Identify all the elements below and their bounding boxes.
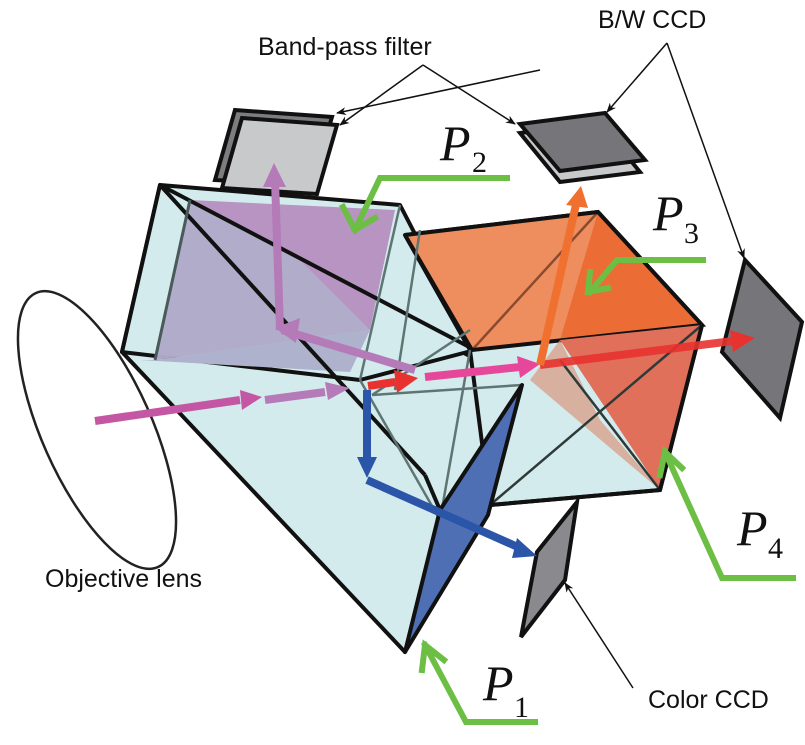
pointer-p1-head: [418, 639, 449, 674]
prism-pointers: [338, 175, 796, 725]
pointer-p1: [420, 640, 538, 725]
pointer-p2: [350, 175, 510, 235]
objective-lens-label: Objective lens: [45, 565, 202, 593]
prism-edge: [159, 183, 476, 352]
pointer-p2-head: [338, 202, 380, 235]
label-p4: P 4: [736, 500, 783, 565]
prism-letter: P: [736, 500, 768, 556]
prism-letter: P: [652, 185, 684, 241]
prism-edge: [153, 199, 192, 361]
band-pass-filter-left: [212, 107, 340, 197]
prism-edge: [423, 474, 442, 511]
prism-letter: P: [439, 115, 471, 171]
prism-assembly: [120, 183, 707, 654]
prism-edge: [489, 324, 704, 507]
prism-p3-face-dark: [560, 212, 702, 340]
prism-subscript: 3: [684, 217, 699, 250]
prism-edge: [489, 324, 703, 506]
objective-lens: [16, 289, 178, 571]
color-ccd-label: Color CCD: [648, 686, 769, 714]
pointer-p4-head: [656, 446, 687, 479]
pointer-p4: [661, 448, 796, 581]
pointer-p3: [585, 257, 706, 297]
label-p1: P 1: [482, 655, 529, 724]
prism-subscript: 1: [514, 691, 529, 724]
prism-letter: P: [482, 655, 514, 711]
bw-ccd-label: B/W CCD: [598, 6, 706, 34]
prism-subscript: 2: [472, 146, 487, 179]
band-pass-filter-label: Band-pass filter: [258, 33, 432, 61]
bw-ccd-right: [719, 255, 805, 423]
prism-p1-face: [403, 383, 524, 654]
callout-lines: [336, 42, 745, 689]
light-beams: [94, 163, 755, 558]
prism-subscript: 4: [768, 532, 783, 565]
label-p3: P 3: [652, 185, 699, 250]
label-p2: P 2: [439, 115, 487, 179]
prism-edge: [471, 211, 599, 351]
internal-edges: [358, 204, 523, 521]
prism-edge: [559, 359, 661, 491]
pointer-p3-head: [584, 268, 612, 296]
bw-ccd-top: [516, 110, 649, 185]
color-ccd: [519, 494, 581, 639]
